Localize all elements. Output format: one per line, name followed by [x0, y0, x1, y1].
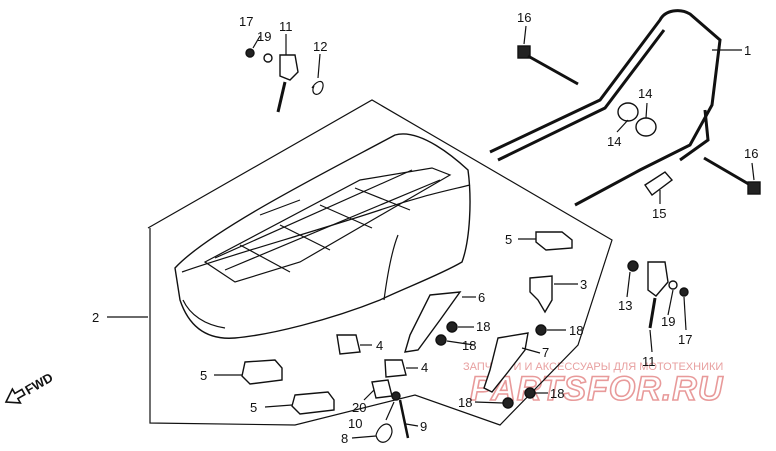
bracket-7: [483, 332, 529, 393]
callout-18-e: 18: [550, 386, 564, 401]
callout-3: 3: [580, 277, 587, 292]
seat-lock-lower: [627, 260, 689, 329]
callout-14-rear: 14: [638, 86, 652, 101]
nut-c: [535, 324, 547, 336]
callout-13: 13: [618, 298, 632, 313]
nut-d: [502, 397, 514, 409]
callout-11-right: 11: [642, 354, 656, 369]
bracket-6: [404, 291, 462, 353]
damper-upper: [336, 334, 361, 355]
cushion-left-lower: [291, 391, 335, 415]
callout-9: 9: [420, 419, 427, 434]
grab-rail: [489, 9, 742, 207]
bracket-3: [529, 275, 553, 314]
callout-20: 20: [352, 400, 366, 415]
callout-1: 1: [744, 43, 751, 58]
bushing-front: [617, 102, 639, 122]
bushing-rear: [635, 117, 657, 137]
callout-5-left-lower: 5: [250, 400, 257, 415]
callout-17-top: 17: [239, 14, 253, 29]
callout-17-right: 17: [678, 332, 692, 347]
watermark-tagline: ЗАПЧАСТИ И АКСЕССУАРЫ ДЛЯ МОТОТЕХНИКИ: [463, 361, 723, 373]
fwd-arrow-icon: [4, 387, 26, 404]
callout-8: 8: [341, 431, 348, 446]
callout-18-a: 18: [476, 319, 490, 334]
seat-hook-parts: [371, 379, 410, 443]
callout-2: 2: [92, 310, 99, 325]
forward-direction-indicator: FWD: [4, 370, 56, 404]
bolt-lower: [703, 156, 761, 195]
callout-4-lower: 4: [421, 360, 428, 375]
callout-12: 12: [313, 39, 327, 54]
seat-group-outline: [147, 99, 613, 426]
bolt-upper: [517, 45, 579, 86]
cushion-right: [535, 231, 573, 251]
callout-16-upper: 16: [517, 10, 531, 25]
callout-15: 15: [652, 206, 666, 221]
callout-19-top: 19: [257, 29, 271, 44]
callout-5-right: 5: [505, 232, 512, 247]
callout-14-front: 14: [607, 134, 621, 149]
nut-b: [435, 334, 447, 346]
callout-5-left-upper: 5: [200, 368, 207, 383]
nut-a: [446, 321, 458, 333]
seat: [174, 133, 471, 339]
seat-lock-upper: [245, 48, 324, 113]
callout-18-b: 18: [462, 338, 476, 353]
nut-e: [524, 387, 536, 399]
fwd-label: FWD: [22, 370, 55, 398]
callout-labels: 1 2 3 4 4 5 5 5 6 7 8 9 10 11 11 12 13 1…: [92, 10, 758, 446]
callout-19-right: 19: [661, 314, 675, 329]
damper-lower: [384, 359, 407, 378]
callout-6: 6: [478, 290, 485, 305]
callout-18-d: 18: [458, 395, 472, 410]
callout-10: 10: [348, 416, 362, 431]
callout-7: 7: [542, 345, 549, 360]
callout-16-lower: 16: [744, 146, 758, 161]
cushion-left-upper: [241, 359, 283, 385]
callout-11-top: 11: [279, 19, 293, 34]
callout-4-upper: 4: [376, 338, 383, 353]
rail-cover: [644, 171, 674, 196]
leader-lines: [107, 25, 755, 439]
callout-18-c: 18: [569, 323, 583, 338]
